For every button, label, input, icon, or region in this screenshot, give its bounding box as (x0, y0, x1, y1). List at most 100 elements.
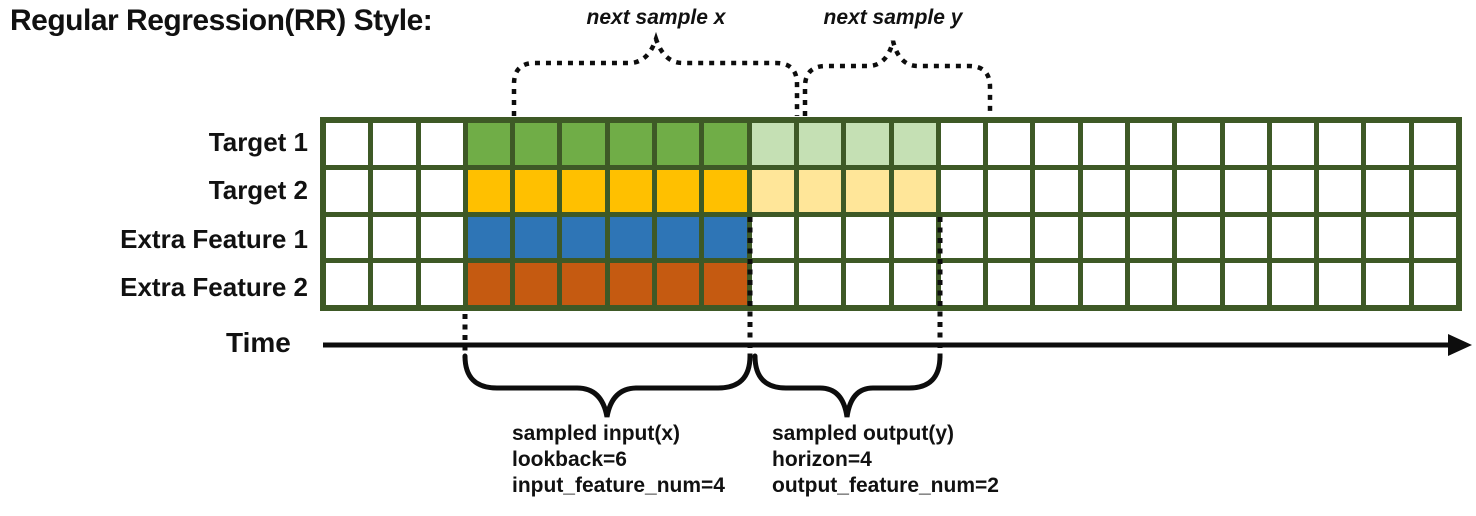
grid-cell (1129, 216, 1173, 259)
grid-cell (467, 123, 511, 165)
grid-cell (562, 263, 605, 305)
grid-cell (657, 263, 700, 305)
grid-cell (467, 169, 511, 212)
grid-cell (562, 169, 605, 212)
grid-cell (798, 169, 842, 212)
grid-cell (1366, 216, 1409, 259)
grid-cell (704, 216, 747, 259)
grid-cell (846, 169, 889, 212)
grid-cell (798, 263, 842, 305)
grid-cell (562, 216, 605, 259)
grid-cell (1224, 263, 1267, 305)
grid-cell (420, 169, 463, 212)
grid-cell (657, 123, 700, 165)
grid-cell (751, 169, 794, 212)
grid-cell (326, 216, 369, 259)
input-feature-num-value: input_feature_num=4 (512, 474, 725, 497)
grid-cell (657, 169, 700, 212)
grid-cell (515, 169, 558, 212)
grid-cell (1413, 169, 1456, 212)
grid-cell (1366, 123, 1409, 165)
grid-cell (940, 263, 984, 305)
grid-cell (1129, 123, 1173, 165)
next-sample-x-label: next sample x (586, 6, 726, 29)
grid-cell (1082, 123, 1125, 165)
grid-cell (1177, 123, 1220, 165)
grid-cell (515, 263, 558, 305)
grid-cell (1177, 263, 1220, 305)
grid-cell (1271, 123, 1315, 165)
grid-cell (893, 263, 936, 305)
grid-cell (1035, 263, 1078, 305)
grid-cell (373, 169, 416, 212)
grid (320, 117, 1462, 311)
grid-cell (988, 123, 1031, 165)
grid-cell (940, 169, 984, 212)
grid-cell (751, 216, 794, 259)
grid-cell (373, 216, 416, 259)
grid-cell (1271, 169, 1315, 212)
grid-cell (798, 123, 842, 165)
grid-cell (1319, 123, 1362, 165)
grid-cell (1129, 169, 1173, 212)
grid-cell (1035, 169, 1078, 212)
grid-cell (704, 263, 747, 305)
grid-cell (467, 216, 511, 259)
grid-cell (657, 216, 700, 259)
grid-cell (846, 123, 889, 165)
grid-cell (326, 169, 369, 212)
next-sample-y-brace (802, 40, 993, 116)
grid-cell (1177, 216, 1220, 259)
grid-cell (1177, 169, 1220, 212)
grid-cell (420, 123, 463, 165)
grid-cell (515, 216, 558, 259)
grid-cell (751, 123, 794, 165)
grid-cell (1082, 216, 1125, 259)
grid-cell (1224, 123, 1267, 165)
grid-cell (467, 263, 511, 305)
grid-cell (326, 123, 369, 165)
grid-cell (846, 216, 889, 259)
row-label-extra-feature-2: Extra Feature 2 (120, 272, 308, 302)
grid-cell (1413, 123, 1456, 165)
sampled-output-brace (752, 353, 943, 418)
grid-cell (988, 263, 1031, 305)
grid-cell (609, 123, 653, 165)
grid-cell (893, 169, 936, 212)
grid-cell (1366, 169, 1409, 212)
grid-cell (515, 123, 558, 165)
grid-cell (373, 263, 416, 305)
sampled-input-brace (462, 353, 753, 418)
grid-cell (420, 216, 463, 259)
sampled-input-title: sampled input(x) (512, 422, 681, 445)
grid-cell (1319, 216, 1362, 259)
sampled-input-note: sampled input(x) lookback=6 input_featur… (512, 421, 725, 499)
next-sample-y-label: next sample y (823, 6, 963, 29)
figure-title: Regular Regression(RR) Style: (10, 4, 433, 37)
grid-cell (609, 216, 653, 259)
grid-cell (1413, 263, 1456, 305)
sampled-output-title: sampled output(y) (772, 422, 954, 445)
row-label-target-1: Target 1 (208, 127, 308, 157)
grid-cell (940, 123, 984, 165)
time-axis-arrowhead (1448, 334, 1472, 356)
grid-cell (940, 216, 984, 259)
grid-cell (1035, 123, 1078, 165)
grid-cell (751, 263, 794, 305)
row-label-extra-feature-1: Extra Feature 1 (120, 224, 308, 254)
grid-cell (1319, 263, 1362, 305)
grid-cell (1082, 263, 1125, 305)
grid-cell (1082, 169, 1125, 212)
output-feature-num-value: output_feature_num=2 (772, 474, 999, 497)
grid-cell (1224, 216, 1267, 259)
grid-cell (326, 263, 369, 305)
grid-cell (1413, 216, 1456, 259)
grid-cell (609, 169, 653, 212)
grid-cell (609, 263, 653, 305)
grid-cell (704, 123, 747, 165)
grid-cell (893, 216, 936, 259)
grid-cell (1271, 216, 1315, 259)
sampled-output-note: sampled output(y) horizon=4 output_featu… (772, 421, 999, 499)
grid-cell (1224, 169, 1267, 212)
time-axis-label: Time (226, 327, 291, 358)
